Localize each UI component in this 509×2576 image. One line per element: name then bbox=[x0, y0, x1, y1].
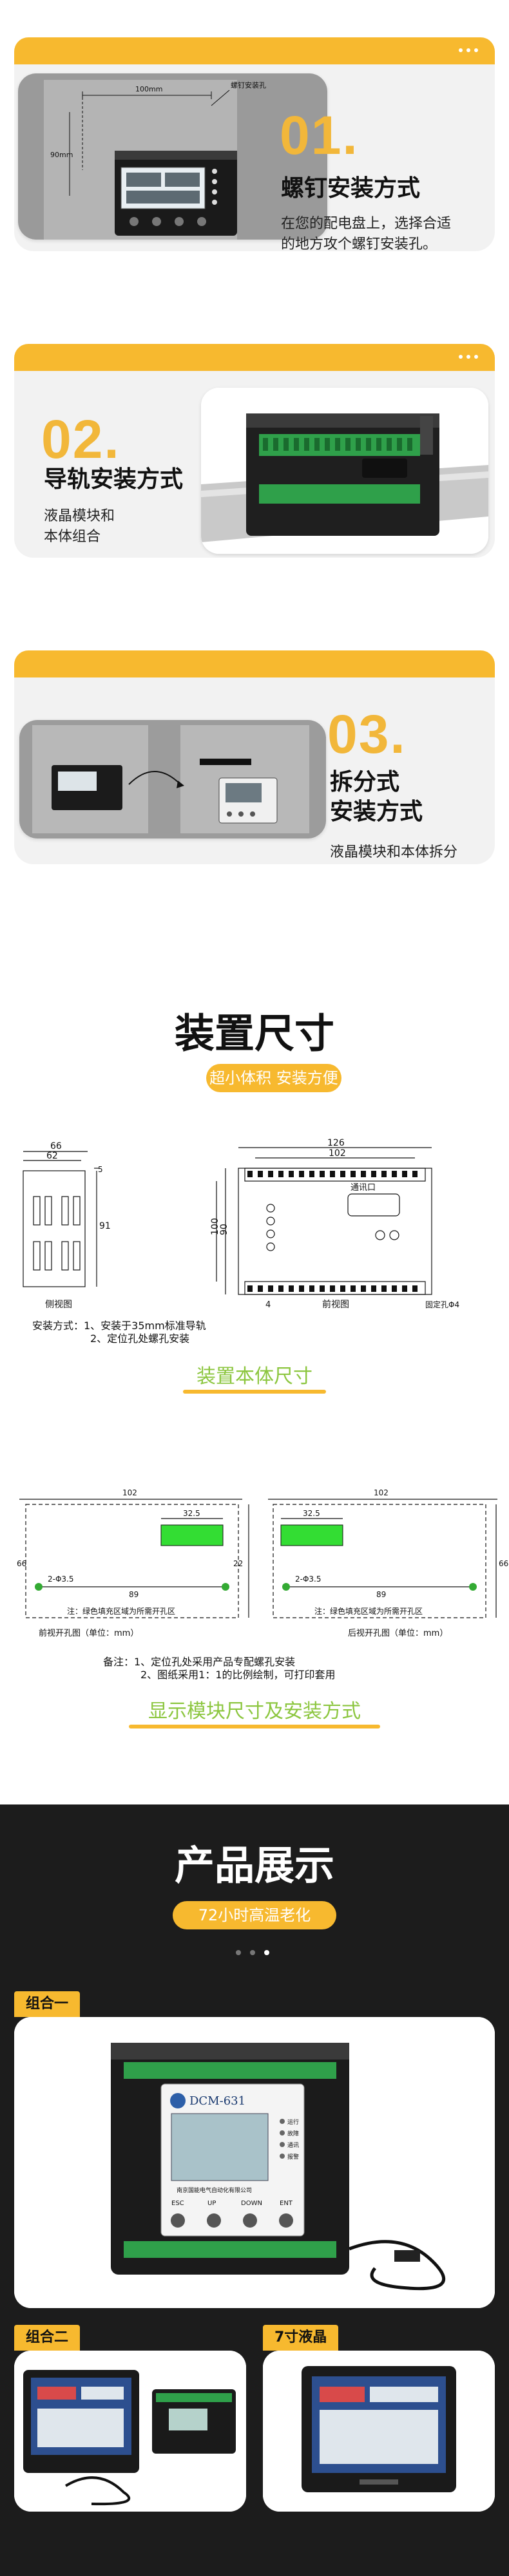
showcase-subtitle-badge: 72小时高温老化 bbox=[173, 1901, 336, 1929]
install-methods-section: 100mm 90mm 螺钉安装孔 01. 螺钉安装方式 在您的配电盘上，选择合适… bbox=[0, 0, 509, 974]
device-model: DCM-631 bbox=[189, 2094, 245, 2108]
lcd-7inch-tag: 7寸液晶 bbox=[263, 2325, 339, 2351]
method-1-number: 01. bbox=[280, 105, 359, 166]
remark-line-1: 备注：1、定位孔处采用产品专配螺孔安装 bbox=[103, 1656, 296, 1668]
front-panel-width-102: 102 bbox=[122, 1488, 137, 1497]
method-3-card: 03. 拆分式 安装方式 液晶模块和本体拆分 bbox=[14, 677, 495, 864]
front-width-102: 102 bbox=[329, 1148, 346, 1159]
body-dimension-drawing: 66 62 91 5 侧视图 126 102 100 90 通讯口 4 固定孔Φ… bbox=[23, 1139, 459, 1310]
method-2-number: 02. bbox=[41, 409, 120, 469]
din-rail-photo bbox=[201, 388, 488, 554]
ellipsis-icon bbox=[459, 48, 478, 52]
method-1-desc-line-2: 的地方攻个螺钉安装孔。 bbox=[281, 236, 437, 252]
product-showcase-section: 产品展示 72小时高温老化 组合一 DCM-631 运行 故障 通讯 报警 南京… bbox=[0, 1804, 509, 2576]
front-cutout-note: 注：绿色填充区域为所需开孔区 bbox=[67, 1606, 175, 1616]
device-maker: 南京国能电气自动化有限公司 bbox=[177, 2186, 252, 2194]
group-1-device-illustration: DCM-631 运行 故障 通讯 报警 南京国能电气自动化有限公司 ESC UP… bbox=[14, 2017, 495, 2308]
caption-underline bbox=[129, 1725, 380, 1728]
group-2-card bbox=[14, 2351, 246, 2512]
method-1-ribbon bbox=[14, 37, 495, 66]
panel-cutout-drawing: 102 102 32.5 32.5 2-Φ3.5 2-Φ3.5 89 89 66… bbox=[17, 1488, 508, 1638]
button-label-ent: ENT bbox=[280, 2200, 293, 2207]
split-mount-photo bbox=[19, 720, 326, 838]
method-3-desc: 液晶模块和本体拆分 bbox=[330, 844, 458, 860]
front-height-100: 100 bbox=[210, 1218, 220, 1235]
group-2-tag: 组合二 bbox=[14, 2325, 81, 2351]
comm-port-label: 通讯口 bbox=[351, 1183, 376, 1193]
group-1-card: DCM-631 运行 故障 通讯 报警 南京国能电气自动化有限公司 ESC UP… bbox=[14, 2017, 495, 2308]
side-height-91: 91 bbox=[99, 1221, 111, 1231]
back-cutout-label: 后视开孔图（单位：mm） bbox=[348, 1629, 448, 1638]
side-width-66: 66 bbox=[50, 1141, 62, 1151]
method-2-ribbon bbox=[14, 344, 495, 372]
install-note-line-2: 2、定位孔处螺孔安装 bbox=[90, 1332, 190, 1345]
back-hole-spec: 2-Φ3.5 bbox=[295, 1575, 322, 1584]
back-cutout-note: 注：绿色填充区域为所需开孔区 bbox=[314, 1606, 423, 1616]
method-1-desc-line-1: 在您的配电盘上，选择合适 bbox=[281, 216, 452, 232]
group-2-illustration bbox=[14, 2351, 246, 2512]
method-1-card: 100mm 90mm 螺钉安装孔 01. 螺钉安装方式 在您的配电盘上，选择合适… bbox=[14, 64, 495, 252]
method-3-title-line-2: 安装方式 bbox=[330, 799, 423, 825]
ellipsis-icon bbox=[459, 355, 478, 359]
hole-label: 螺钉安装孔 bbox=[231, 80, 266, 90]
led-label-run: 运行 bbox=[287, 2118, 299, 2126]
din-rail-illustration bbox=[201, 388, 488, 554]
width-label: 100mm bbox=[135, 85, 162, 93]
method-3-title-line-1: 拆分式 bbox=[330, 769, 400, 795]
led-label-comm: 通讯 bbox=[287, 2142, 299, 2149]
front-cutout-label: 前视开孔图（单位：mm） bbox=[39, 1628, 139, 1638]
module-size-caption: 显示模块尺寸及安装方式 bbox=[148, 1700, 361, 1723]
front-depth-4: 4 bbox=[265, 1300, 271, 1310]
led-label-alarm: 报警 bbox=[287, 2153, 299, 2161]
remark-line-2: 2、图纸采用1：1的比例绘制，可打印套用 bbox=[140, 1669, 336, 1681]
front-hole-span: 89 bbox=[129, 1590, 139, 1599]
side-depth-5: 5 bbox=[98, 1165, 103, 1174]
front-view-label: 前视图 bbox=[322, 1299, 349, 1310]
front-hole-spec: 2-Φ3.5 bbox=[48, 1575, 74, 1584]
led-label-fault: 故障 bbox=[287, 2130, 299, 2137]
method-3-number: 03. bbox=[327, 704, 407, 764]
height-label: 90mm bbox=[50, 151, 73, 159]
back-panel-width-102: 102 bbox=[374, 1488, 389, 1497]
method-3-ribbon bbox=[14, 650, 495, 679]
button-label-down: DOWN bbox=[241, 2200, 262, 2207]
screw-mount-photo: 100mm 90mm 螺钉安装孔 bbox=[18, 73, 327, 240]
group-1-tag: 组合一 bbox=[14, 1991, 81, 2017]
button-label-up: UP bbox=[207, 2200, 216, 2207]
dimensions-section: 装置尺寸 超小体积 安装方便 66 62 91 5 侧视图 bbox=[0, 974, 509, 1804]
front-width-126: 126 bbox=[327, 1139, 345, 1148]
front-hole-offset: 22 bbox=[233, 1559, 243, 1568]
back-panel-height: 66 bbox=[499, 1559, 508, 1568]
method-2-desc-line-2: 本体组合 bbox=[44, 529, 101, 545]
back-hole-span: 89 bbox=[376, 1590, 386, 1599]
side-view-label: 侧视图 bbox=[45, 1300, 72, 1310]
front-panel-height: 66 bbox=[17, 1559, 26, 1568]
side-width-62: 62 bbox=[46, 1151, 58, 1161]
body-size-caption: 装置本体尺寸 bbox=[197, 1365, 312, 1388]
lcd-7inch-card bbox=[263, 2351, 495, 2512]
fixing-hole-label: 固定孔Φ4 bbox=[425, 1300, 459, 1309]
showcase-title: 产品展示 bbox=[174, 1842, 334, 1889]
caption-underline bbox=[183, 1390, 326, 1394]
screw-mount-illustration: 100mm 90mm 螺钉安装孔 bbox=[18, 73, 327, 240]
back-window-width: 32.5 bbox=[303, 1509, 320, 1518]
method-2-title: 导轨安装方式 bbox=[44, 466, 184, 493]
method-2-desc-line-1: 液晶模块和 bbox=[44, 508, 115, 524]
button-label-esc: ESC bbox=[171, 2200, 184, 2207]
front-window-width: 32.5 bbox=[183, 1509, 200, 1518]
method-2-card: 02. 导轨安装方式 液晶模块和 本体组合 bbox=[14, 371, 495, 558]
method-1-title: 螺钉安装方式 bbox=[281, 175, 421, 202]
front-height-90: 90 bbox=[219, 1224, 229, 1235]
dimensions-subtitle-badge: 超小体积 安装方便 bbox=[206, 1064, 341, 1092]
install-note-line-1: 安装方式：1、安装于35mm标准导轨 bbox=[32, 1320, 206, 1332]
split-mount-illustration bbox=[19, 720, 326, 838]
dimensions-title: 装置尺寸 bbox=[174, 1010, 334, 1057]
carousel-indicator[interactable] bbox=[236, 1950, 269, 1955]
lcd-7inch-illustration bbox=[263, 2351, 495, 2512]
